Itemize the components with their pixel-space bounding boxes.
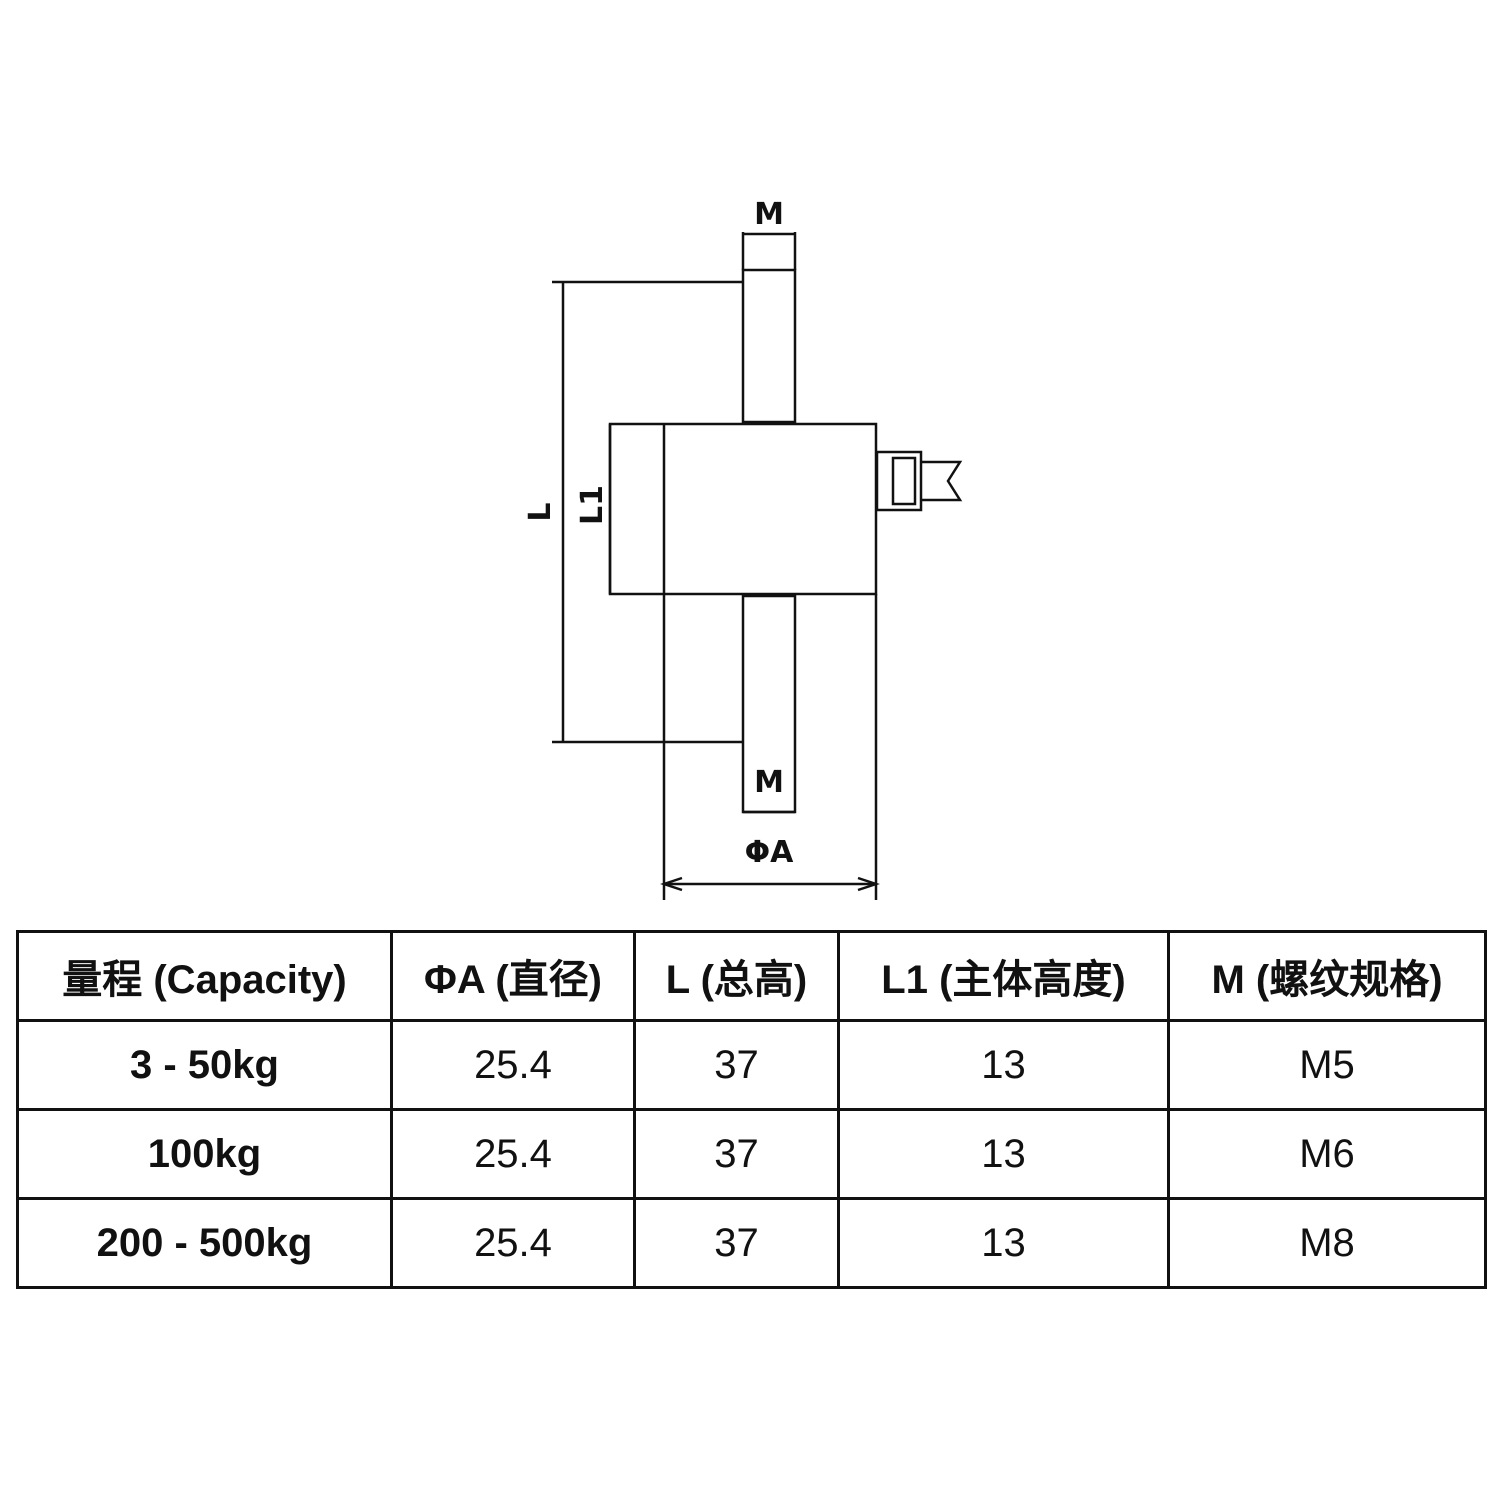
main-body [608, 422, 878, 596]
diameter-label: ΦA [745, 835, 795, 870]
table-header-row: 量程 (Capacity) ΦA (直径) L (总高) L1 (主体高度) M… [16, 930, 1487, 1022]
cell-overall-length: 37 [633, 1108, 840, 1200]
cell-overall-length: 37 [633, 1197, 840, 1289]
cell-diameter: 25.4 [390, 1019, 636, 1111]
header-diameter: ΦA (直径) [390, 930, 636, 1022]
top-threaded-rod [741, 268, 797, 424]
cell-diameter: 25.4 [390, 1197, 636, 1289]
cell-body-length: 13 [837, 1108, 1170, 1200]
bottom-thread-label: M [754, 765, 784, 800]
cell-capacity: 200 - 500kg [16, 1197, 393, 1289]
table-row: 100kg 25.4 37 13 M6 [16, 1108, 1487, 1200]
cable-gland-nut [891, 456, 917, 506]
cell-thread-spec: M8 [1167, 1197, 1487, 1289]
diameter-arrow-left [660, 876, 683, 892]
cell-capacity: 3 - 50kg [16, 1019, 393, 1111]
cell-diameter: 25.4 [390, 1108, 636, 1200]
body-length-label: L1 [575, 485, 610, 525]
table-row: 3 - 50kg 25.4 37 13 M5 [16, 1019, 1487, 1111]
load-cell-dimension-drawing: M M L L1 ΦA [523, 197, 963, 900]
cell-body-length: 13 [837, 1019, 1170, 1111]
header-body-length: L1 (主体高度) [837, 930, 1170, 1022]
header-capacity: 量程 (Capacity) [16, 930, 393, 1022]
top-thread-label: M [754, 197, 784, 232]
cell-body-length: 13 [837, 1197, 1170, 1289]
cell-capacity: 100kg [16, 1108, 393, 1200]
specification-table: 量程 (Capacity) ΦA (直径) L (总高) L1 (主体高度) M… [16, 930, 1487, 1289]
cell-overall-length: 37 [633, 1019, 840, 1111]
header-thread-spec: M (螺纹规格) [1167, 930, 1487, 1022]
cable-stub [921, 460, 963, 502]
cell-thread-spec: M6 [1167, 1108, 1487, 1200]
cell-thread-spec: M5 [1167, 1019, 1487, 1111]
diameter-arrow-right [857, 876, 880, 892]
overall-length-label: L [523, 502, 558, 521]
header-overall-length: L (总高) [633, 930, 840, 1022]
cable-gland [875, 450, 923, 512]
table-row: 200 - 500kg 25.4 37 13 M8 [16, 1197, 1487, 1289]
